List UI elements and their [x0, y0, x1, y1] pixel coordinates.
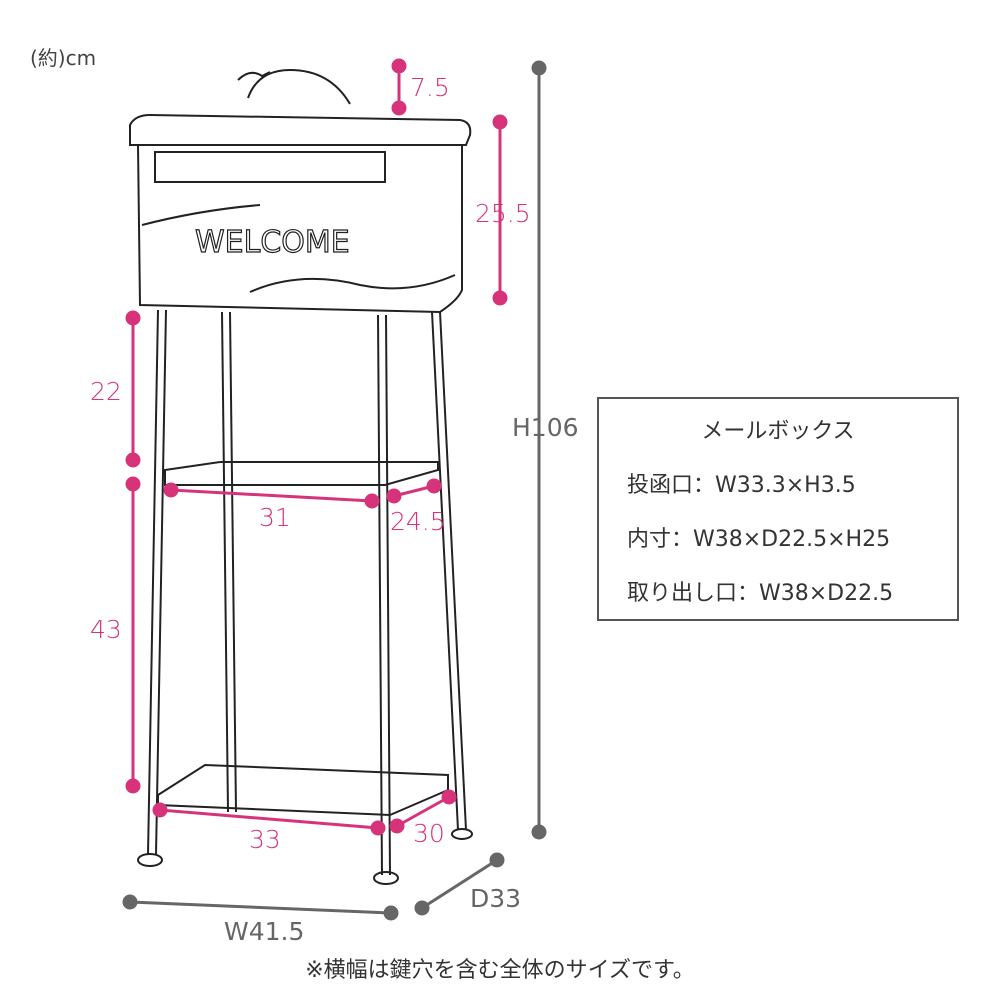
upper-gap-label: 22: [90, 377, 122, 406]
overall-width-label: W41.5: [224, 917, 304, 946]
front-left-leg: [147, 309, 167, 856]
mailbox-lid: [129, 113, 472, 146]
mailbox-welcome-text: WELCOME: [195, 225, 350, 260]
box-height-label: 25.5: [475, 199, 531, 228]
overall-depth-label: D33: [470, 884, 521, 913]
footnote: ※横幅は鍵穴を含む全体のサイズです。: [305, 958, 695, 983]
total-height-label: H106: [512, 413, 579, 442]
bottom-shelf-depth-label: 30: [413, 819, 445, 848]
back-left-leg: [221, 311, 237, 813]
spec-row-inner: 内寸：W38×D22.5×H25: [627, 527, 891, 552]
mailbox-spec-box: メールボックス 投函口：W33.3×H3.5 内寸：W38×D22.5×H25 …: [597, 397, 959, 621]
spec-row-outlet: 取り出し口：W38×D22.5: [627, 581, 894, 606]
mid-shelf-width-label: 31: [259, 503, 291, 532]
mid-shelf-depth-label: 24.5: [390, 507, 446, 536]
bottom-shelf-width-label: 33: [249, 825, 281, 854]
lower-gap-label: 43: [90, 615, 122, 644]
spec-row-slot: 投函口：W33.3×H3.5: [627, 473, 856, 498]
unit-label: (約)cm: [30, 46, 97, 70]
vine: [141, 204, 456, 293]
mailbox-body: [137, 144, 463, 314]
back-right-leg: [431, 311, 467, 831]
bottom-shelf: [157, 763, 449, 817]
mailbox-stand-drawing: WELCOME: [129, 68, 473, 885]
dimension-lines: [122, 58, 547, 921]
mail-slot: [154, 151, 386, 183]
spec-title: メールボックス: [701, 419, 855, 444]
handle: [247, 68, 351, 105]
front-right-leg: [377, 314, 391, 876]
middle-shelf: [164, 461, 439, 486]
handle-height-label: 7.5: [410, 73, 450, 102]
bird: [237, 71, 271, 81]
